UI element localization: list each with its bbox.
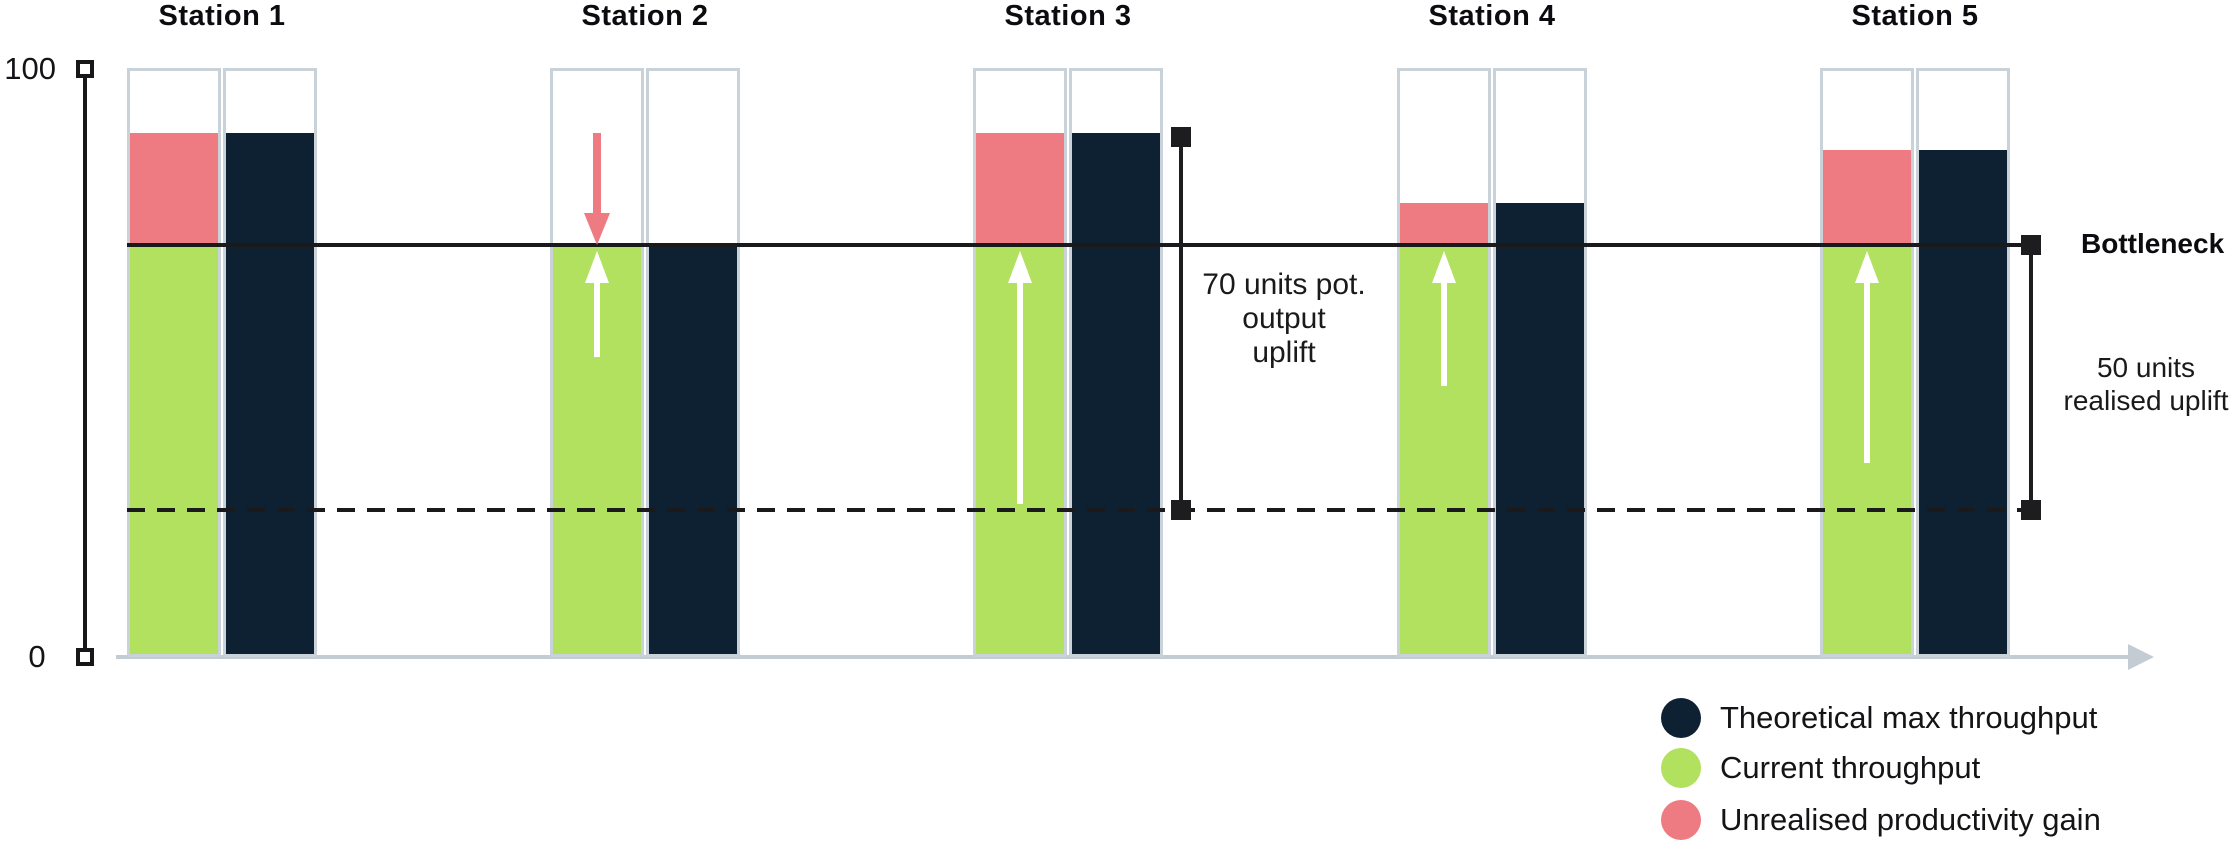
annotation-realised-line-1: 50 units	[2096, 352, 2196, 383]
station-title-1: Station 1	[158, 0, 286, 32]
current-throughput-bar	[130, 244, 218, 654]
uplift-arrow-shaft	[1441, 280, 1447, 387]
uplift-arrow-head-icon	[1432, 250, 1456, 283]
unrealised-gain-bar	[1823, 150, 1911, 245]
legend-swatch-current	[1661, 748, 1701, 788]
unrealised-gain-bar	[976, 132, 1064, 245]
uplift-arrow-shaft	[1017, 280, 1023, 504]
uplift-arrow-head-icon	[1855, 250, 1879, 283]
legend-label-current: Current throughput	[1720, 750, 1981, 785]
realised-uplift-bottom-marker	[2021, 499, 2041, 520]
station-title-5: Station 5	[1851, 0, 1979, 32]
x-axis-arrowhead-icon	[2128, 644, 2154, 670]
theoretical-max-bar	[1496, 203, 1584, 654]
x-axis-line	[116, 655, 2132, 659]
annotation-potential-line-1: 70 units pot.	[1202, 268, 1366, 301]
theoretical-max-bar	[1072, 132, 1160, 654]
potential-uplift-top-marker	[1171, 126, 1191, 147]
y-axis-top-marker	[76, 60, 94, 78]
bottleneck-line	[127, 242, 2031, 247]
uplift-arrow-shaft	[594, 280, 600, 357]
y-axis-tick-label-100: 100	[4, 51, 56, 86]
theoretical-max-bar	[649, 244, 737, 654]
station-title-2: Station 2	[581, 0, 709, 32]
annotation-realised-uplift: 50 units realised uplift	[2045, 351, 2238, 417]
annotation-realised-line-2: realised uplift	[2063, 385, 2229, 416]
lost-output-arrow-head-icon	[584, 212, 610, 245]
lost-output-arrow-shaft	[593, 132, 601, 214]
legend-label-theoretical-max: Theoretical max throughput	[1720, 700, 2098, 735]
potential-uplift-line	[1179, 132, 1183, 510]
potential-uplift-bottom-marker	[1171, 499, 1191, 520]
y-axis-tick-label-0: 0	[28, 639, 46, 674]
annotation-potential-line-3: uplift	[1252, 336, 1316, 369]
legend-swatch-theoretical-max	[1661, 698, 1701, 738]
realised-uplift-line	[2029, 244, 2033, 510]
station-title-3: Station 3	[1004, 0, 1132, 32]
unrealised-gain-bar	[130, 132, 218, 245]
uplift-arrow-head-icon	[1008, 250, 1032, 283]
annotation-potential-line-2: output	[1242, 302, 1326, 335]
theoretical-max-bar	[226, 132, 314, 654]
realised-uplift-top-marker	[2021, 234, 2041, 255]
bottleneck-label: Bottleneck	[2081, 227, 2225, 259]
legend-swatch-unrealised	[1661, 800, 1701, 840]
uplift-arrow-shaft	[1864, 280, 1870, 463]
uplift-arrow-head-icon	[585, 250, 609, 283]
annotation-potential-uplift: 70 units pot. output uplift	[1188, 268, 1380, 370]
y-axis-bottom-marker	[76, 648, 94, 666]
theoretical-max-bar	[1919, 150, 2007, 654]
legend-label-unrealised: Unrealised productivity gain	[1720, 802, 2101, 837]
baseline-dashed-line	[127, 507, 2031, 512]
unrealised-gain-bar	[1400, 203, 1488, 245]
y-axis-line	[83, 77, 87, 648]
station-title-4: Station 4	[1428, 0, 1556, 32]
